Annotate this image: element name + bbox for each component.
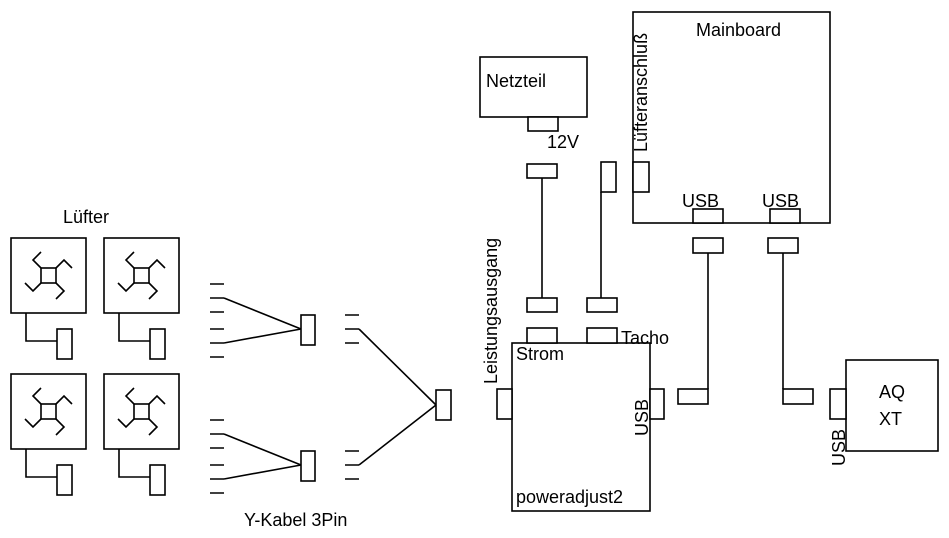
aqxt-label-line2: XT — [879, 409, 902, 429]
mainboard-fan-header — [632, 161, 650, 193]
psu-12v-label: 12V — [547, 132, 579, 152]
aquaero-xt: AQ XT USB — [829, 359, 939, 466]
mainboard-usb-port-2 — [769, 208, 801, 224]
fan-4 — [103, 373, 180, 496]
cable-usb-2-plug-top — [767, 237, 799, 254]
psu-box — [479, 56, 588, 118]
y-cable-main — [358, 328, 452, 466]
poweradjust-usb-port — [649, 388, 665, 420]
mainboard-usb-label-2: USB — [762, 191, 799, 211]
mainboard-label: Mainboard — [696, 20, 781, 40]
fan-2 — [103, 237, 180, 360]
cable-12v-plug-top — [526, 163, 558, 179]
aqxt-box — [845, 359, 939, 452]
mainboard-box — [632, 11, 831, 224]
fan-1 — [10, 237, 87, 360]
poweradjust-box — [511, 342, 651, 512]
cable-usb-2-plug-bottom — [782, 388, 814, 405]
cable-12v — [526, 163, 558, 313]
cable-tacho-plug-bottom — [586, 297, 618, 313]
aqxt-label-line1: AQ — [879, 382, 905, 402]
mainboard-usb-port-1 — [692, 208, 724, 224]
poweradjust-label: poweradjust2 — [516, 487, 623, 507]
poweradjust: Strom Tacho Leistungsausgang USB powerad… — [481, 238, 669, 512]
fan-header-label: Lüfteranschluß — [631, 33, 651, 152]
fan-3 — [10, 373, 87, 496]
cable-tacho-plug-top — [600, 161, 617, 193]
cable-12v-plug-bottom — [526, 297, 558, 313]
poweradjust-output-port — [496, 388, 513, 420]
tacho-label: Tacho — [621, 328, 669, 348]
psu-connector — [527, 116, 559, 132]
mainboard-usb-label-1: USB — [682, 191, 719, 211]
cable-usb-1-plug-bottom — [677, 388, 709, 405]
power-supply: Netzteil 12V — [479, 56, 588, 152]
power-in-label: Strom — [516, 344, 564, 364]
poweradjust-power-port — [526, 327, 558, 344]
mainboard: Mainboard Lüfteranschluß USB USB — [631, 11, 831, 224]
y-cable-lower — [210, 419, 359, 494]
aqxt-usb-label: USB — [829, 429, 849, 466]
cable-usb-1 — [677, 237, 724, 405]
power-output-label: Leistungsausgang — [481, 238, 501, 384]
fans-label: Lüfter — [63, 207, 109, 227]
poweradjust-tacho-port — [586, 327, 618, 344]
cable-usb-2 — [767, 237, 814, 405]
y-cable-upper — [210, 283, 359, 358]
cable-usb-1-plug-top — [692, 237, 724, 254]
aqxt-usb-port — [829, 388, 847, 420]
psu-label: Netzteil — [486, 71, 546, 91]
y-cable-label: Y-Kabel 3Pin — [244, 510, 347, 530]
poweradjust-usb-label: USB — [632, 399, 652, 436]
cable-tacho — [586, 161, 618, 313]
